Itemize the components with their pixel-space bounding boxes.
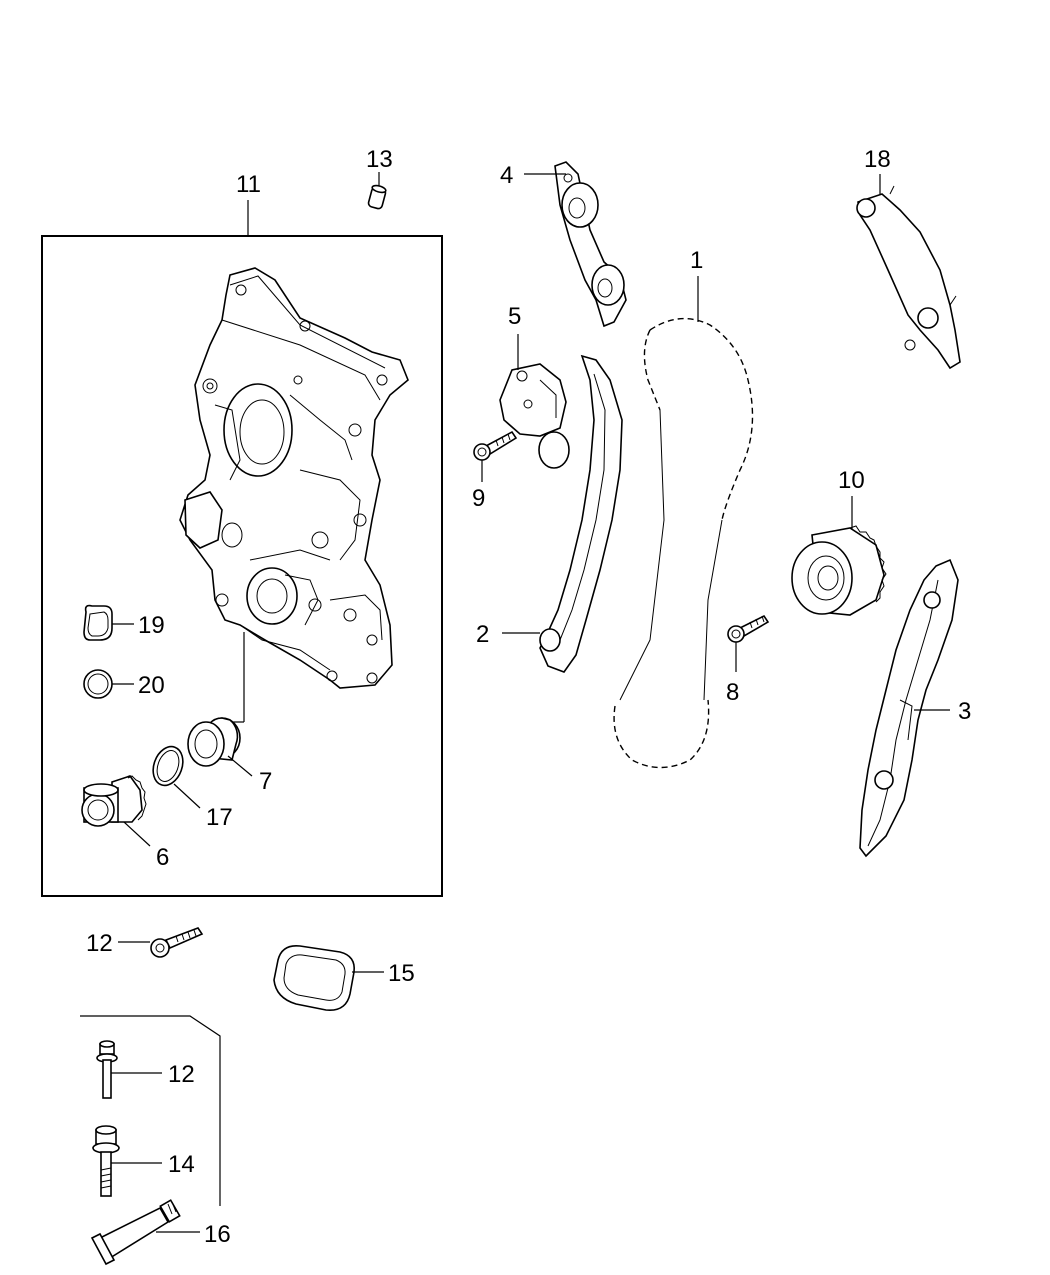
callout-4[interactable]: 4 — [500, 162, 513, 189]
part-7-crank-seal[interactable] — [187, 717, 253, 777]
callout-19[interactable]: 19 — [138, 612, 165, 639]
callout-18[interactable]: 18 — [864, 146, 891, 173]
part-12-bolt-lower[interactable] — [96, 1040, 162, 1099]
part-5-tensioner[interactable] — [499, 334, 570, 469]
part-4-upper-guide[interactable] — [524, 161, 627, 328]
part-11-timing-cover[interactable] — [179, 267, 409, 689]
callout-14[interactable]: 14 — [168, 1151, 195, 1178]
callout-1[interactable]: 1 — [690, 247, 703, 274]
callout-10[interactable]: 10 — [838, 467, 865, 494]
part-18-upper-guide-right[interactable] — [856, 174, 961, 370]
callout-6[interactable]: 6 — [156, 844, 169, 871]
callout-3[interactable]: 3 — [958, 698, 971, 725]
callout-20[interactable]: 20 — [138, 672, 165, 699]
callout-17[interactable]: 17 — [206, 804, 233, 831]
part-9-bolt[interactable] — [473, 430, 518, 482]
part-6-crank-sprocket[interactable] — [81, 775, 151, 847]
callout-13[interactable]: 13 — [366, 146, 393, 173]
part-20-o-ring[interactable] — [83, 669, 134, 699]
callout-9[interactable]: 9 — [472, 485, 485, 512]
part-16-sealant-tube[interactable] — [90, 1199, 200, 1266]
part-14-flange-bolt[interactable] — [92, 1125, 162, 1197]
part-13-dowel[interactable] — [367, 172, 387, 210]
part-3-right-guide[interactable] — [859, 558, 959, 858]
part-10-cam-sprocket[interactable] — [791, 496, 887, 616]
callout-5[interactable]: 5 — [508, 303, 521, 330]
callout-12-upper[interactable]: 12 — [86, 930, 113, 957]
part-12-bolt-upper[interactable] — [118, 927, 204, 958]
part-1-timing-chain[interactable] — [613, 276, 754, 769]
part-17-seal-ring[interactable] — [148, 742, 201, 809]
callout-12-lower[interactable]: 12 — [168, 1061, 195, 1088]
callout-7[interactable]: 7 — [259, 768, 272, 795]
callout-15[interactable]: 15 — [388, 960, 415, 987]
callout-16[interactable]: 16 — [204, 1221, 231, 1248]
part-15-gasket[interactable] — [273, 944, 384, 1011]
callout-8[interactable]: 8 — [726, 679, 739, 706]
part-2-left-guide[interactable] — [502, 354, 623, 673]
callout-2[interactable]: 2 — [476, 621, 489, 648]
kit-bracket — [80, 1015, 221, 1206]
part-8-bolt[interactable] — [727, 614, 770, 672]
group-11-frame — [41, 235, 443, 897]
part-19-gasket[interactable] — [83, 604, 134, 641]
callout-11[interactable]: 11 — [236, 171, 261, 198]
